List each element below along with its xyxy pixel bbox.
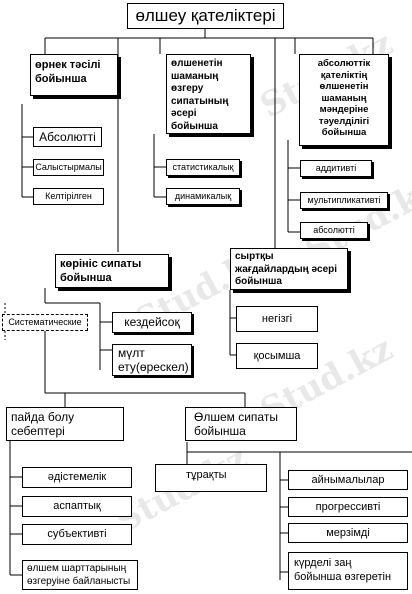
branch-method: өрнек тәсілі бойынша — [30, 54, 118, 96]
origin-item-instrumental: аспаптық — [22, 496, 132, 517]
measure-item-periodic: мерзімді — [288, 523, 408, 543]
external-item-main: негізгі — [236, 306, 318, 332]
branch-origin-label: пайда болу себептері бойынша — [11, 410, 75, 440]
branch-measure: Өлшем сипаты бойынша — [185, 407, 297, 441]
branch-change: өлшенетін шаманың өзгеру сипатының әсері… — [166, 54, 251, 134]
branch-change-label: өлшенетін шаманың өзгеру сипатының әсері… — [171, 58, 229, 132]
diagram-title: өлшеу қателіктері — [127, 3, 284, 29]
nature-item-random: кездейсоқ — [112, 312, 192, 333]
branch-dependence: абсолюттік қателіктің өлшенетін шаманың … — [299, 54, 389, 146]
branch-dependence-label: абсолюттік қателіктің өлшенетін шаманың … — [317, 58, 371, 138]
dependence-item-absolute: абсолютті — [300, 222, 368, 239]
method-item-absolute: Абсолютті — [33, 127, 102, 147]
branch-nature: көрініс сипаты бойынша — [55, 254, 169, 288]
branch-origin: пайда болу себептері бойынша — [6, 407, 124, 441]
measure-item-constant: тұрақты — [155, 464, 267, 492]
dependence-item-multiplicative: мультипликативті — [300, 192, 388, 209]
origin-item-conditions: өлшем шарттарының өзгеруіне байланысты — [22, 560, 138, 590]
measure-item-progressive: прогрессивті — [288, 497, 408, 517]
branch-method-label: өрнек тәсілі бойынша — [35, 59, 101, 85]
measure-item-complex: күрделі заң бойынша өзгеретін — [288, 552, 408, 590]
diagram-title-text: өлшеу қателіктері — [135, 6, 276, 25]
branch-nature-label: көрініс сипаты бойынша — [60, 258, 142, 284]
nature-item-gross: мүлт ету(өрескел) — [112, 344, 192, 376]
nature-item-systematic: Систематические — [2, 314, 88, 331]
branch-external: сыртқы жағдайлардың әсері бойынша — [230, 248, 348, 290]
change-item-dynamic: динамикалық — [166, 188, 240, 205]
origin-item-methodical: әдістемелік — [22, 467, 132, 488]
dependence-item-additive: аддитивті — [300, 160, 372, 177]
method-item-relative: Салыстырмалы — [33, 159, 104, 176]
method-item-reduced: Келтірілген — [33, 188, 104, 205]
external-item-additional: қосымша — [236, 343, 318, 369]
branch-measure-label: Өлшем сипаты бойынша — [194, 410, 278, 438]
measure-item-variable: айнымалылар — [288, 470, 408, 490]
origin-item-subjective: субъективті — [22, 524, 132, 545]
change-item-statistical: статистикалық — [166, 159, 240, 176]
branch-external-label: сыртқы жағдайлардың әсері бойынша — [235, 251, 338, 287]
